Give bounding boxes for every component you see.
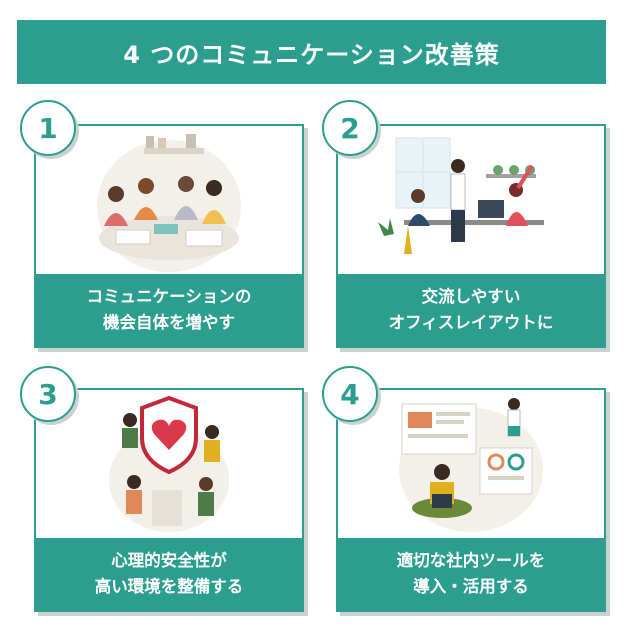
card-2: 交流しやすい オフィスレイアウトに: [336, 124, 606, 348]
number-badge-4: 4: [322, 366, 378, 422]
card-2-title-line1: 交流しやすい: [421, 287, 521, 306]
number-badge-1: 1: [20, 100, 76, 156]
team-meeting-illustration: [97, 134, 241, 272]
online-tools-illustration: [399, 398, 543, 532]
card-1: コミュニケーションの 機会自体を増やす: [34, 124, 304, 348]
card-1-title-line1: コミュニケーションの: [86, 287, 252, 306]
card-1-title-line2: 機会自体を増やす: [103, 313, 235, 332]
card-3-title-line1: 心理的安全性が: [111, 551, 227, 570]
card-3-title-line2: 高い環境を整備する: [94, 577, 244, 596]
page-title: 4 つのコミュニケーション改善策: [17, 20, 606, 84]
card-3: 心理的安全性が 高い環境を整備する: [34, 388, 304, 612]
office-layout-illustration: [378, 137, 544, 254]
card-1-caption: コミュニケーションの 機会自体を増やす: [36, 274, 302, 346]
card-4-title-line2: 導入・活用する: [413, 577, 529, 596]
number-badge-3: 3: [20, 366, 76, 422]
card-4: 適切な社内ツールを 導入・活用する: [336, 388, 606, 612]
card-2-title-line2: オフィスレイアウトに: [388, 313, 554, 332]
card-4-caption: 適切な社内ツールを 導入・活用する: [338, 538, 604, 610]
psychological-safety-illustration: [109, 395, 229, 532]
card-2-caption: 交流しやすい オフィスレイアウトに: [338, 274, 604, 346]
card-3-caption: 心理的安全性が 高い環境を整備する: [36, 538, 302, 610]
card-4-title-line1: 適切な社内ツールを: [396, 551, 546, 570]
number-badge-2: 2: [322, 100, 378, 156]
